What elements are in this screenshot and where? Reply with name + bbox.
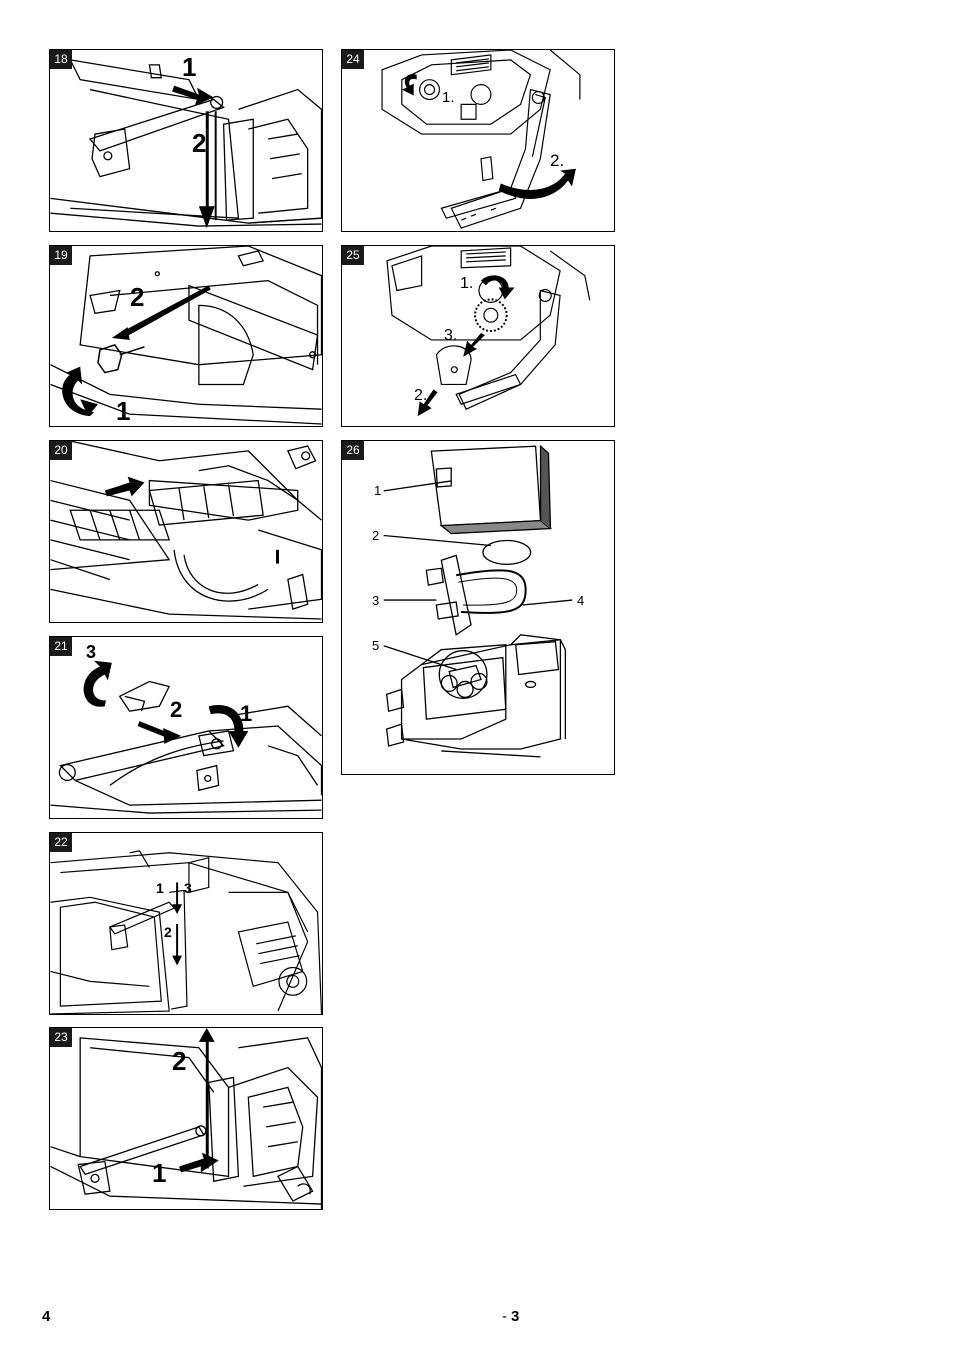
part-label-2: 2 — [372, 528, 380, 543]
callout: 1 — [152, 1158, 167, 1188]
part-label-3: 3 — [372, 593, 380, 608]
callout: 3. — [444, 327, 458, 344]
callout: 2 — [172, 1046, 187, 1076]
callout: 2 — [170, 697, 183, 722]
callout: 1 — [116, 396, 131, 426]
callout: 1 — [182, 52, 197, 82]
callout: 2. — [414, 387, 428, 404]
figure-22: 22 1 3 2 — [49, 832, 323, 1015]
figure-24: 24 1. 2. — [341, 49, 615, 232]
figure-23: 23 2 1 — [49, 1027, 323, 1210]
figure-18: 18 1 2 — [49, 49, 323, 232]
part-label-5: 5 — [372, 638, 380, 653]
part-label-4: 4 — [577, 593, 585, 608]
figure-26: 26 — [341, 440, 615, 775]
footer-separator: - — [502, 1308, 507, 1325]
callout: 1. — [460, 275, 474, 292]
figure-20-illustration — [50, 441, 322, 620]
figure-number: 19 — [50, 246, 72, 265]
figure-number: 18 — [50, 50, 72, 69]
page-number: 4 — [42, 1308, 51, 1325]
figure-number: 22 — [50, 833, 72, 852]
figure-26-illustration — [383, 444, 573, 758]
figure-25-illustration — [386, 246, 591, 417]
figure-19-illustration — [50, 246, 322, 425]
figure-number: 24 — [342, 50, 364, 69]
figure-number: 23 — [50, 1028, 72, 1047]
figure-22-illustration — [50, 850, 322, 1014]
callout: 2 — [192, 128, 207, 158]
figure-number: 20 — [50, 441, 72, 460]
figure-21: 21 3 2 1 — [49, 636, 323, 819]
figure-25: 25 1. 3. 2. — [341, 245, 615, 427]
section-number: 3 — [511, 1308, 520, 1325]
callout: 1 — [240, 701, 253, 726]
figure-18-illustration — [50, 59, 322, 229]
figure-23-illustration — [50, 1028, 322, 1209]
part-label-1: 1 — [374, 483, 382, 498]
callout: 2 — [130, 282, 145, 312]
callout: 3 — [184, 880, 192, 896]
callout: 1 — [156, 880, 164, 896]
figure-number: 25 — [342, 246, 364, 265]
figure-21-illustration — [50, 660, 322, 814]
figure-number: 26 — [342, 441, 364, 460]
callout: 2 — [164, 924, 172, 940]
callout: 2. — [550, 151, 565, 170]
figure-19: 19 2 1 — [49, 245, 323, 427]
figure-20: 20 — [49, 440, 323, 623]
callout: 1. — [442, 89, 455, 106]
figure-24-illustration — [381, 50, 581, 229]
figure-number: 21 — [50, 637, 72, 656]
callout: 3 — [86, 642, 97, 662]
